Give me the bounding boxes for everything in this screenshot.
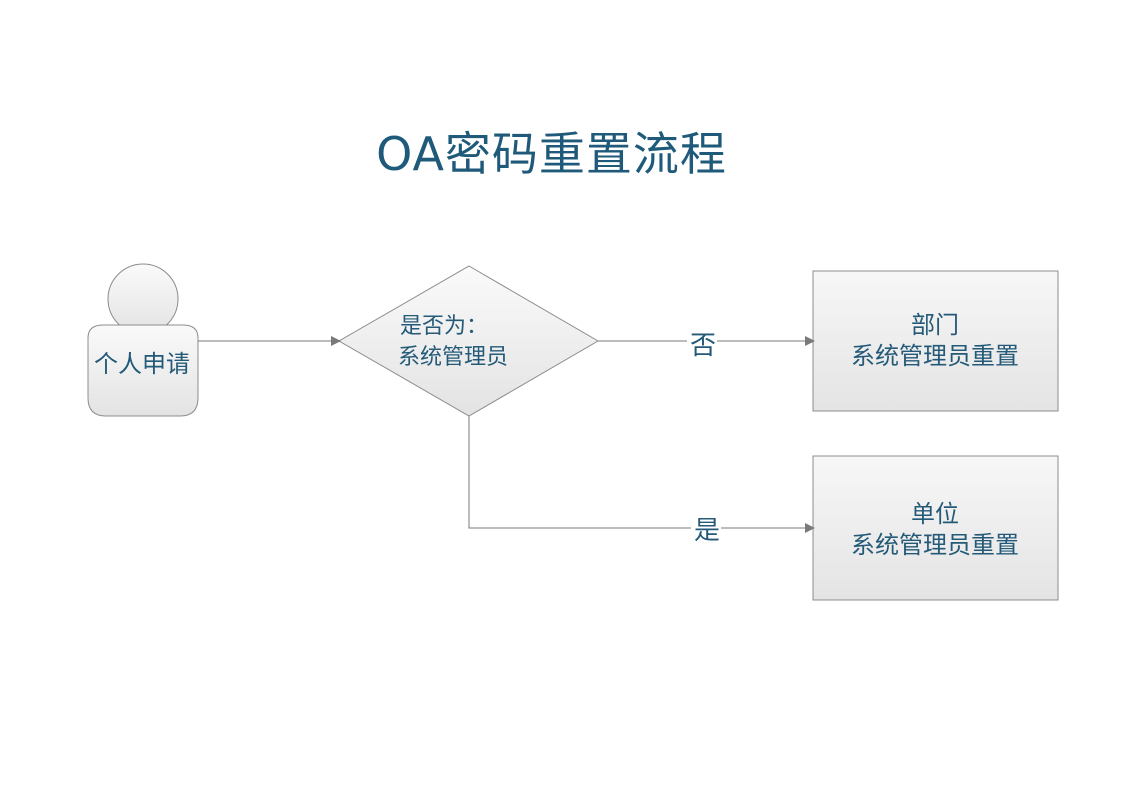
department-box xyxy=(812,270,1059,412)
start-node: 个人申请 xyxy=(87,263,199,417)
page-title: OA密码重置流程 xyxy=(376,127,727,181)
start-node-label: 个人申请 xyxy=(94,350,190,378)
edge-no-label-background xyxy=(687,325,717,355)
edge-yes-label: 是 xyxy=(694,516,720,546)
person-body-icon xyxy=(87,324,199,417)
department-node: 部门 系统管理员重置 xyxy=(812,270,1059,412)
unit-line2: 系统管理员重置 xyxy=(851,531,1019,559)
department-line2: 系统管理员重置 xyxy=(851,342,1019,370)
edge-yes-label-background xyxy=(691,512,721,542)
edge-decision-to-department: 否 xyxy=(598,325,815,361)
decision-line2: 系统管理员 xyxy=(398,345,508,370)
decision-node: 是否为： 系统管理员 xyxy=(337,265,599,417)
unit-line1: 单位 xyxy=(911,500,959,528)
decision-diamond xyxy=(337,265,599,417)
person-head-icon xyxy=(107,263,179,335)
edge-decision-to-unit: 是 xyxy=(468,416,815,546)
unit-box xyxy=(812,455,1059,601)
decision-line1: 是否为： xyxy=(400,314,488,339)
edge-no-label: 否 xyxy=(690,331,716,361)
unit-node: 单位 系统管理员重置 xyxy=(812,455,1059,601)
department-line1: 部门 xyxy=(911,311,959,339)
edge-yes-line xyxy=(468,416,815,533)
